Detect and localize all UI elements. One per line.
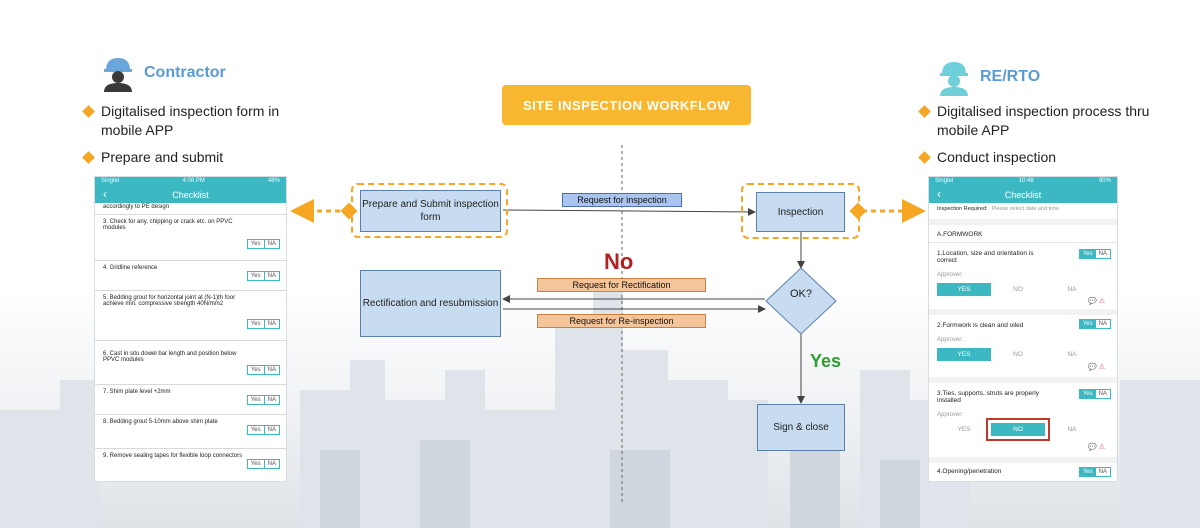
back-chevron-icon[interactable]: ‹	[103, 187, 107, 201]
yes-branch-label: Yes	[810, 351, 842, 371]
comment-warning-icon[interactable]: 💬 ⚠	[1088, 364, 1105, 371]
bullet-item: Conduct inspection	[918, 148, 1150, 167]
inspection-item: 3.Ties, supports, struts are properly in…	[929, 383, 1117, 463]
sign-close-box: Sign & close	[757, 404, 845, 451]
no-branch-label: No	[604, 249, 634, 274]
approve-na-button[interactable]: NA	[1067, 425, 1077, 433]
ok-decision-label: OK?	[789, 288, 812, 300]
rerto-header: RE/RTO	[936, 58, 1040, 96]
contractor-header: Contractor	[100, 54, 226, 92]
contractor-worker-icon	[104, 58, 132, 92]
rerto-title: RE/RTO	[980, 68, 1041, 85]
comment-warning-icon[interactable]: 💬 ⚠	[1088, 444, 1105, 451]
bullet-item: Digitalised inspection process thru mobi…	[918, 102, 1150, 140]
approver-choices: YES NO NA	[937, 417, 1109, 441]
checklist-row: 9. Remove sealing tapes for flexible loo…	[95, 449, 286, 481]
phone-status-bar: Singtel 4:06 PM 48%	[95, 177, 286, 186]
checklist-row: 3. Check for any, chipping or crack etc.…	[95, 215, 286, 261]
prepare-submit-box: Prepare and Submit inspection form	[360, 190, 501, 232]
checklist-row: 6. Cast in situ dowel bar length and pos…	[95, 347, 286, 385]
inspector-worker-icon	[940, 62, 968, 96]
contractor-checklist-phone: Singtel 4:06 PM 48% ‹ Checklist accordin…	[94, 176, 287, 482]
back-chevron-icon[interactable]: ‹	[937, 187, 941, 201]
workflow-title: SITE INSPECTION WORKFLOW	[502, 85, 751, 125]
request-rectification-label: Request for Rectification	[537, 278, 706, 292]
section-header: A.FORMWORK	[929, 219, 1117, 243]
phone-nav-bar: ‹ Checklist	[95, 186, 286, 203]
approve-yes-button[interactable]: YES	[937, 347, 991, 361]
inspection-box: Inspection	[756, 192, 845, 232]
approve-no-button[interactable]: NO	[986, 417, 1050, 441]
approver-choices: YES NO NA	[937, 347, 1109, 361]
checklist-row: 8. Bedding grout 5-10mm above shim plate…	[95, 415, 286, 449]
request-inspection-label: Request for inspection	[562, 193, 682, 207]
phone-nav-bar: ‹ Checklist	[929, 186, 1117, 203]
request-reinspection-label: Request for Re-inspection	[537, 314, 706, 328]
approve-no-button[interactable]: NO	[1013, 350, 1023, 358]
rectification-box: Rectification and resubmission	[360, 270, 501, 337]
bullet-item: Digitalised inspection form in mobile AP…	[82, 102, 294, 140]
inspection-item: 1.Location, size and orientation is corr…	[929, 243, 1117, 315]
contractor-title: Contractor	[144, 64, 226, 81]
rerto-bullets: Digitalised inspection process thru mobi…	[918, 102, 1150, 175]
prepare-highlight	[351, 183, 508, 238]
contractor-bullets: Digitalised inspection form in mobile AP…	[82, 102, 294, 175]
checklist-row: 5. Bedding grout for horizontal joint at…	[95, 291, 286, 341]
approver-choices: YES NO NA	[937, 282, 1109, 296]
inspector-checklist-phone: Singtel 10:48 90% ‹ Checklist Inspection…	[928, 176, 1118, 482]
approve-na-button[interactable]: NA	[1067, 350, 1077, 358]
approve-yes-button[interactable]: YES	[957, 425, 971, 433]
approve-yes-button[interactable]: YES	[937, 282, 991, 296]
approve-no-button[interactable]: NO	[1013, 285, 1023, 293]
date-picker-input[interactable]: Please select date and time	[991, 206, 1060, 212]
approve-na-button[interactable]: NA	[1067, 285, 1077, 293]
bullet-item: Prepare and submit	[82, 148, 294, 167]
inspection-date-row: Inspection Required: Please select date …	[929, 203, 1117, 219]
phone-status-bar: Singtel 10:48 90%	[929, 177, 1117, 186]
list-item: accordingly to PE design	[95, 203, 286, 215]
comment-warning-icon[interactable]: 💬 ⚠	[1088, 298, 1105, 305]
inspection-highlight	[741, 183, 860, 239]
